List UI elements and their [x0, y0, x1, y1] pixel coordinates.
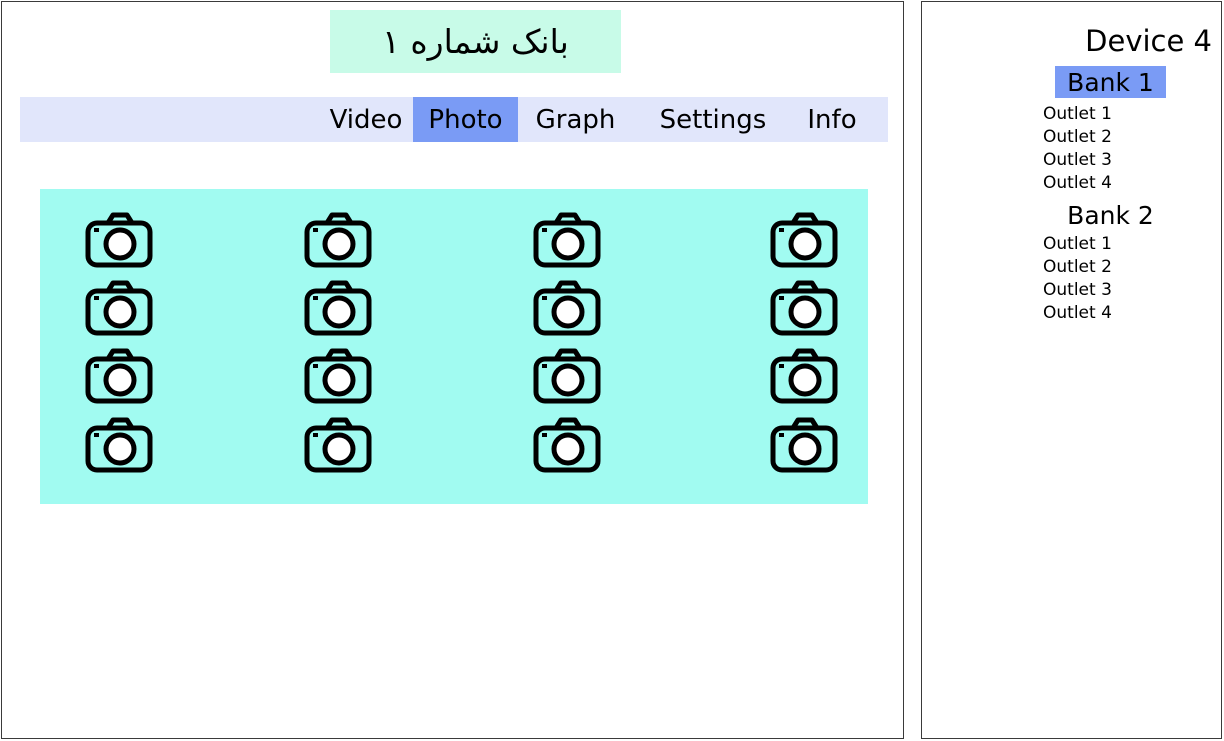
- sidebar-bank-1-outlet-3[interactable]: Outlet 3: [1043, 150, 1112, 170]
- sidebar-bank-2[interactable]: Bank 2: [1067, 200, 1154, 230]
- tab-graph[interactable]: Graph: [535, 104, 616, 135]
- camera-icon[interactable]: [84, 211, 154, 269]
- tab-settings[interactable]: Settings: [659, 104, 767, 135]
- camera-icon[interactable]: [84, 347, 154, 405]
- camera-icon[interactable]: [84, 279, 154, 337]
- camera-icon[interactable]: [769, 416, 839, 474]
- device-title: Device 4: [1085, 24, 1212, 58]
- camera-icon[interactable]: [769, 211, 839, 269]
- sidebar-bank-1-outlet-4[interactable]: Outlet 4: [1043, 173, 1112, 193]
- device-sidebar: Device 4 Bank 1 Outlet 1 Outlet 2 Outlet…: [921, 1, 1222, 739]
- page-title: بانک شماره ۱: [330, 10, 621, 73]
- camera-icon[interactable]: [532, 279, 602, 337]
- camera-icon[interactable]: [303, 347, 373, 405]
- sidebar-bank-1-outlet-1[interactable]: Outlet 1: [1043, 104, 1112, 124]
- camera-icon[interactable]: [532, 347, 602, 405]
- sidebar-bank-2-outlet-1[interactable]: Outlet 1: [1043, 234, 1112, 254]
- tab-bar: Video Photo Graph Settings Info: [20, 97, 888, 142]
- camera-icon[interactable]: [532, 211, 602, 269]
- sidebar-bank-1[interactable]: Bank 1: [1055, 66, 1166, 98]
- tab-photo[interactable]: Photo: [413, 97, 518, 142]
- camera-icon[interactable]: [769, 347, 839, 405]
- camera-icon[interactable]: [532, 416, 602, 474]
- camera-icon[interactable]: [84, 416, 154, 474]
- sidebar-bank-1-outlet-2[interactable]: Outlet 2: [1043, 127, 1112, 147]
- photo-grid: [40, 189, 868, 504]
- camera-icon[interactable]: [303, 416, 373, 474]
- tab-info[interactable]: Info: [807, 104, 857, 135]
- sidebar-bank-2-outlet-2[interactable]: Outlet 2: [1043, 257, 1112, 277]
- tab-video[interactable]: Video: [329, 104, 403, 135]
- camera-icon[interactable]: [303, 279, 373, 337]
- camera-icon[interactable]: [769, 279, 839, 337]
- sidebar-bank-2-outlet-3[interactable]: Outlet 3: [1043, 280, 1112, 300]
- camera-icon[interactable]: [303, 211, 373, 269]
- main-panel: بانک شماره ۱ Video Photo Graph Settings …: [1, 1, 904, 739]
- sidebar-bank-2-outlet-4[interactable]: Outlet 4: [1043, 303, 1112, 323]
